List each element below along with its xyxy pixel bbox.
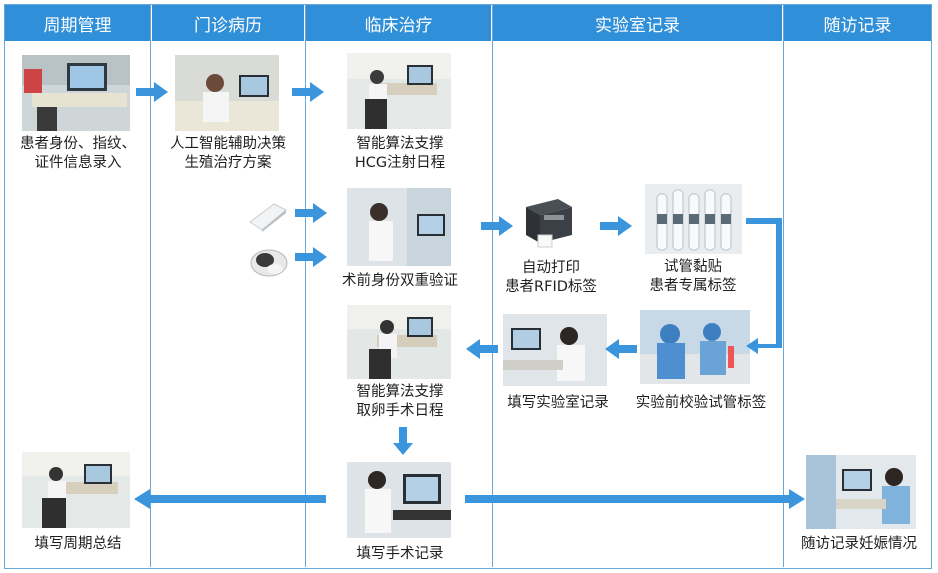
caption-ai-decision: 人工智能辅助决策生殖治疗方案 xyxy=(170,136,286,171)
arrow-right xyxy=(481,216,513,236)
arrow-right xyxy=(136,82,168,102)
arrow-right xyxy=(295,247,327,267)
arrow-right-long xyxy=(465,489,805,509)
photo-workstation-2 xyxy=(347,305,451,379)
arrow-left xyxy=(466,339,498,359)
photo-registration-desk xyxy=(22,55,130,131)
photo-lab-doctor xyxy=(503,314,607,386)
caption-lab-record: 填写实验室记录 xyxy=(507,395,609,411)
header-outpatient-records: 门诊病历 xyxy=(152,5,304,41)
column-divider xyxy=(492,5,493,567)
arrow-right xyxy=(600,216,632,236)
caption-retrieval-schedule: 智能算法支撑取卵手术日程 xyxy=(356,384,444,419)
caption-tube-label: 试管黏贴患者专属标签 xyxy=(649,259,737,294)
column-divider xyxy=(150,5,151,567)
caption-cycle-summary: 填写周期总结 xyxy=(34,536,122,552)
header-followup-records: 随访记录 xyxy=(784,5,931,41)
caption-surgery-record: 填写手术记录 xyxy=(356,546,444,562)
header-clinical-treatment: 临床治疗 xyxy=(306,5,491,41)
photo-followup-nurse xyxy=(806,455,916,529)
caption-followup: 随访记录妊娠情况 xyxy=(801,536,917,552)
arrow-left xyxy=(605,339,637,359)
header-lab-records: 实验室记录 xyxy=(493,5,782,41)
photo-label-printer xyxy=(518,193,578,249)
photo-workstation-3 xyxy=(22,452,130,528)
column-divider xyxy=(783,5,784,567)
photo-fingerprint-scanner xyxy=(247,245,289,279)
caption-preop-verify: 术前身份双重验证 xyxy=(342,273,458,289)
photo-surgery-record xyxy=(347,462,451,538)
arrow-elbow-down-left xyxy=(746,218,786,364)
column-divider xyxy=(305,5,306,567)
photo-nurse-verification xyxy=(347,188,451,266)
photo-workstation-1 xyxy=(347,53,451,129)
header-cycle-management: 周期管理 xyxy=(5,5,150,41)
arrow-left-long xyxy=(134,489,326,509)
photo-test-tubes xyxy=(645,184,742,254)
photo-card-reader xyxy=(246,200,288,232)
photo-lab-technician xyxy=(640,310,750,384)
caption-print-label: 自动打印患者RFID标签 xyxy=(505,260,597,295)
diagram-frame xyxy=(4,4,932,569)
arrow-down xyxy=(393,427,413,455)
arrow-right xyxy=(292,82,324,102)
caption-tube-check: 实验前校验试管标签 xyxy=(635,395,767,411)
arrow-right xyxy=(295,203,327,223)
photo-doctor-consult xyxy=(175,55,279,131)
caption-patient-entry: 患者身份、指纹、证件信息录入 xyxy=(20,136,136,171)
